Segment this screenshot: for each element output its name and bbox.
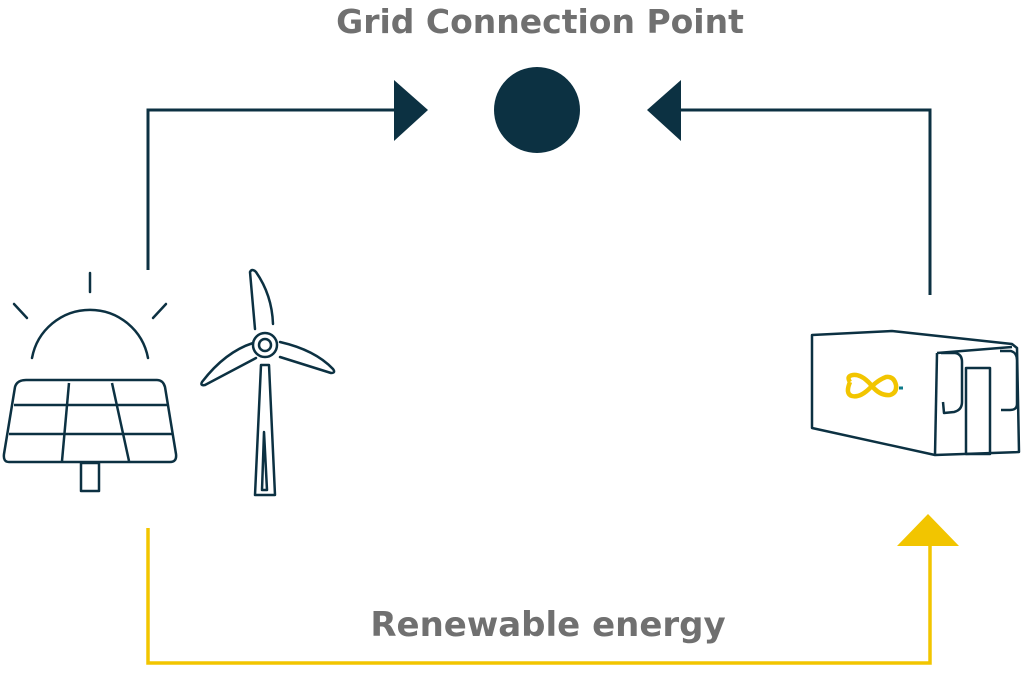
grid-connection-point-title: Grid Connection Point [336, 2, 744, 41]
arrowhead-up [897, 514, 959, 546]
grid-connection-point-node [494, 67, 580, 153]
wind-turbine-icon [200, 268, 336, 497]
edge-renewables-to-storage [146, 514, 959, 665]
renewable-energy-label: Renewable energy [370, 605, 726, 645]
arrowhead-right [394, 80, 428, 141]
sun-icon [12, 271, 168, 360]
solar-panel-icon [2, 378, 178, 493]
edge-storage-to-grid [647, 80, 932, 295]
battery-container-icon [810, 329, 1021, 457]
edge-renewables-to-grid [146, 80, 428, 270]
logo-infinity-icon [845, 372, 899, 399]
arrowhead-left [647, 80, 681, 141]
